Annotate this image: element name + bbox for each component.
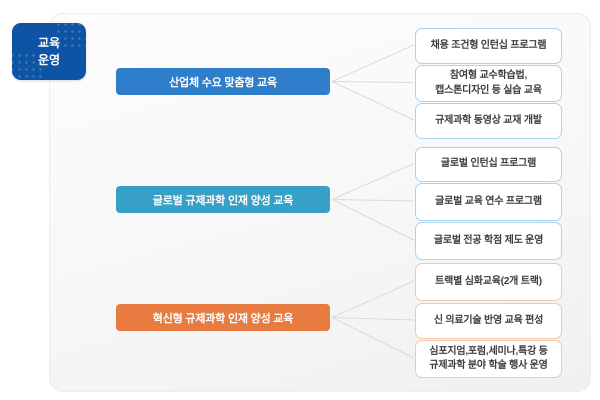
leaf-item: 트랙별 심화교육(2개 트랙) (415, 263, 562, 301)
root-node-label: 교육 운영 (37, 36, 61, 67)
halftone-dot-pattern (55, 23, 86, 51)
category-box-global-talent: 글로벌 규제과학 인재 양성 교육 (116, 186, 330, 213)
leaf-item: 글로벌 인턴십 프로그램 (415, 147, 562, 182)
leaf-item: 참여형 교수학습법, 캡스톤디자인 등 실습 교육 (415, 65, 562, 102)
leaf-item: 신 의료기술 반영 교육 편성 (415, 303, 562, 339)
leaf-item: 채용 조건형 인턴십 프로그램 (415, 28, 562, 64)
leaf-item: 심포지엄,포럼,세미나,특강 등 규제과학 분야 학술 행사 운영 (415, 340, 562, 378)
leaf-item: 글로벌 전공 학점 제도 운영 (415, 222, 562, 260)
halftone-dot-pattern (12, 52, 43, 80)
category-box-innovative-talent: 혁신형 규제과학 인재 양성 교육 (116, 304, 330, 331)
root-node-education-operation: 교육 운영 (12, 23, 86, 80)
leaf-item: 글로벌 교육 연수 프로그램 (415, 183, 562, 221)
leaf-item: 규제과학 동영상 교재 개발 (415, 103, 562, 139)
category-box-industry-demand: 산업체 수요 맞춤형 교육 (116, 68, 330, 95)
